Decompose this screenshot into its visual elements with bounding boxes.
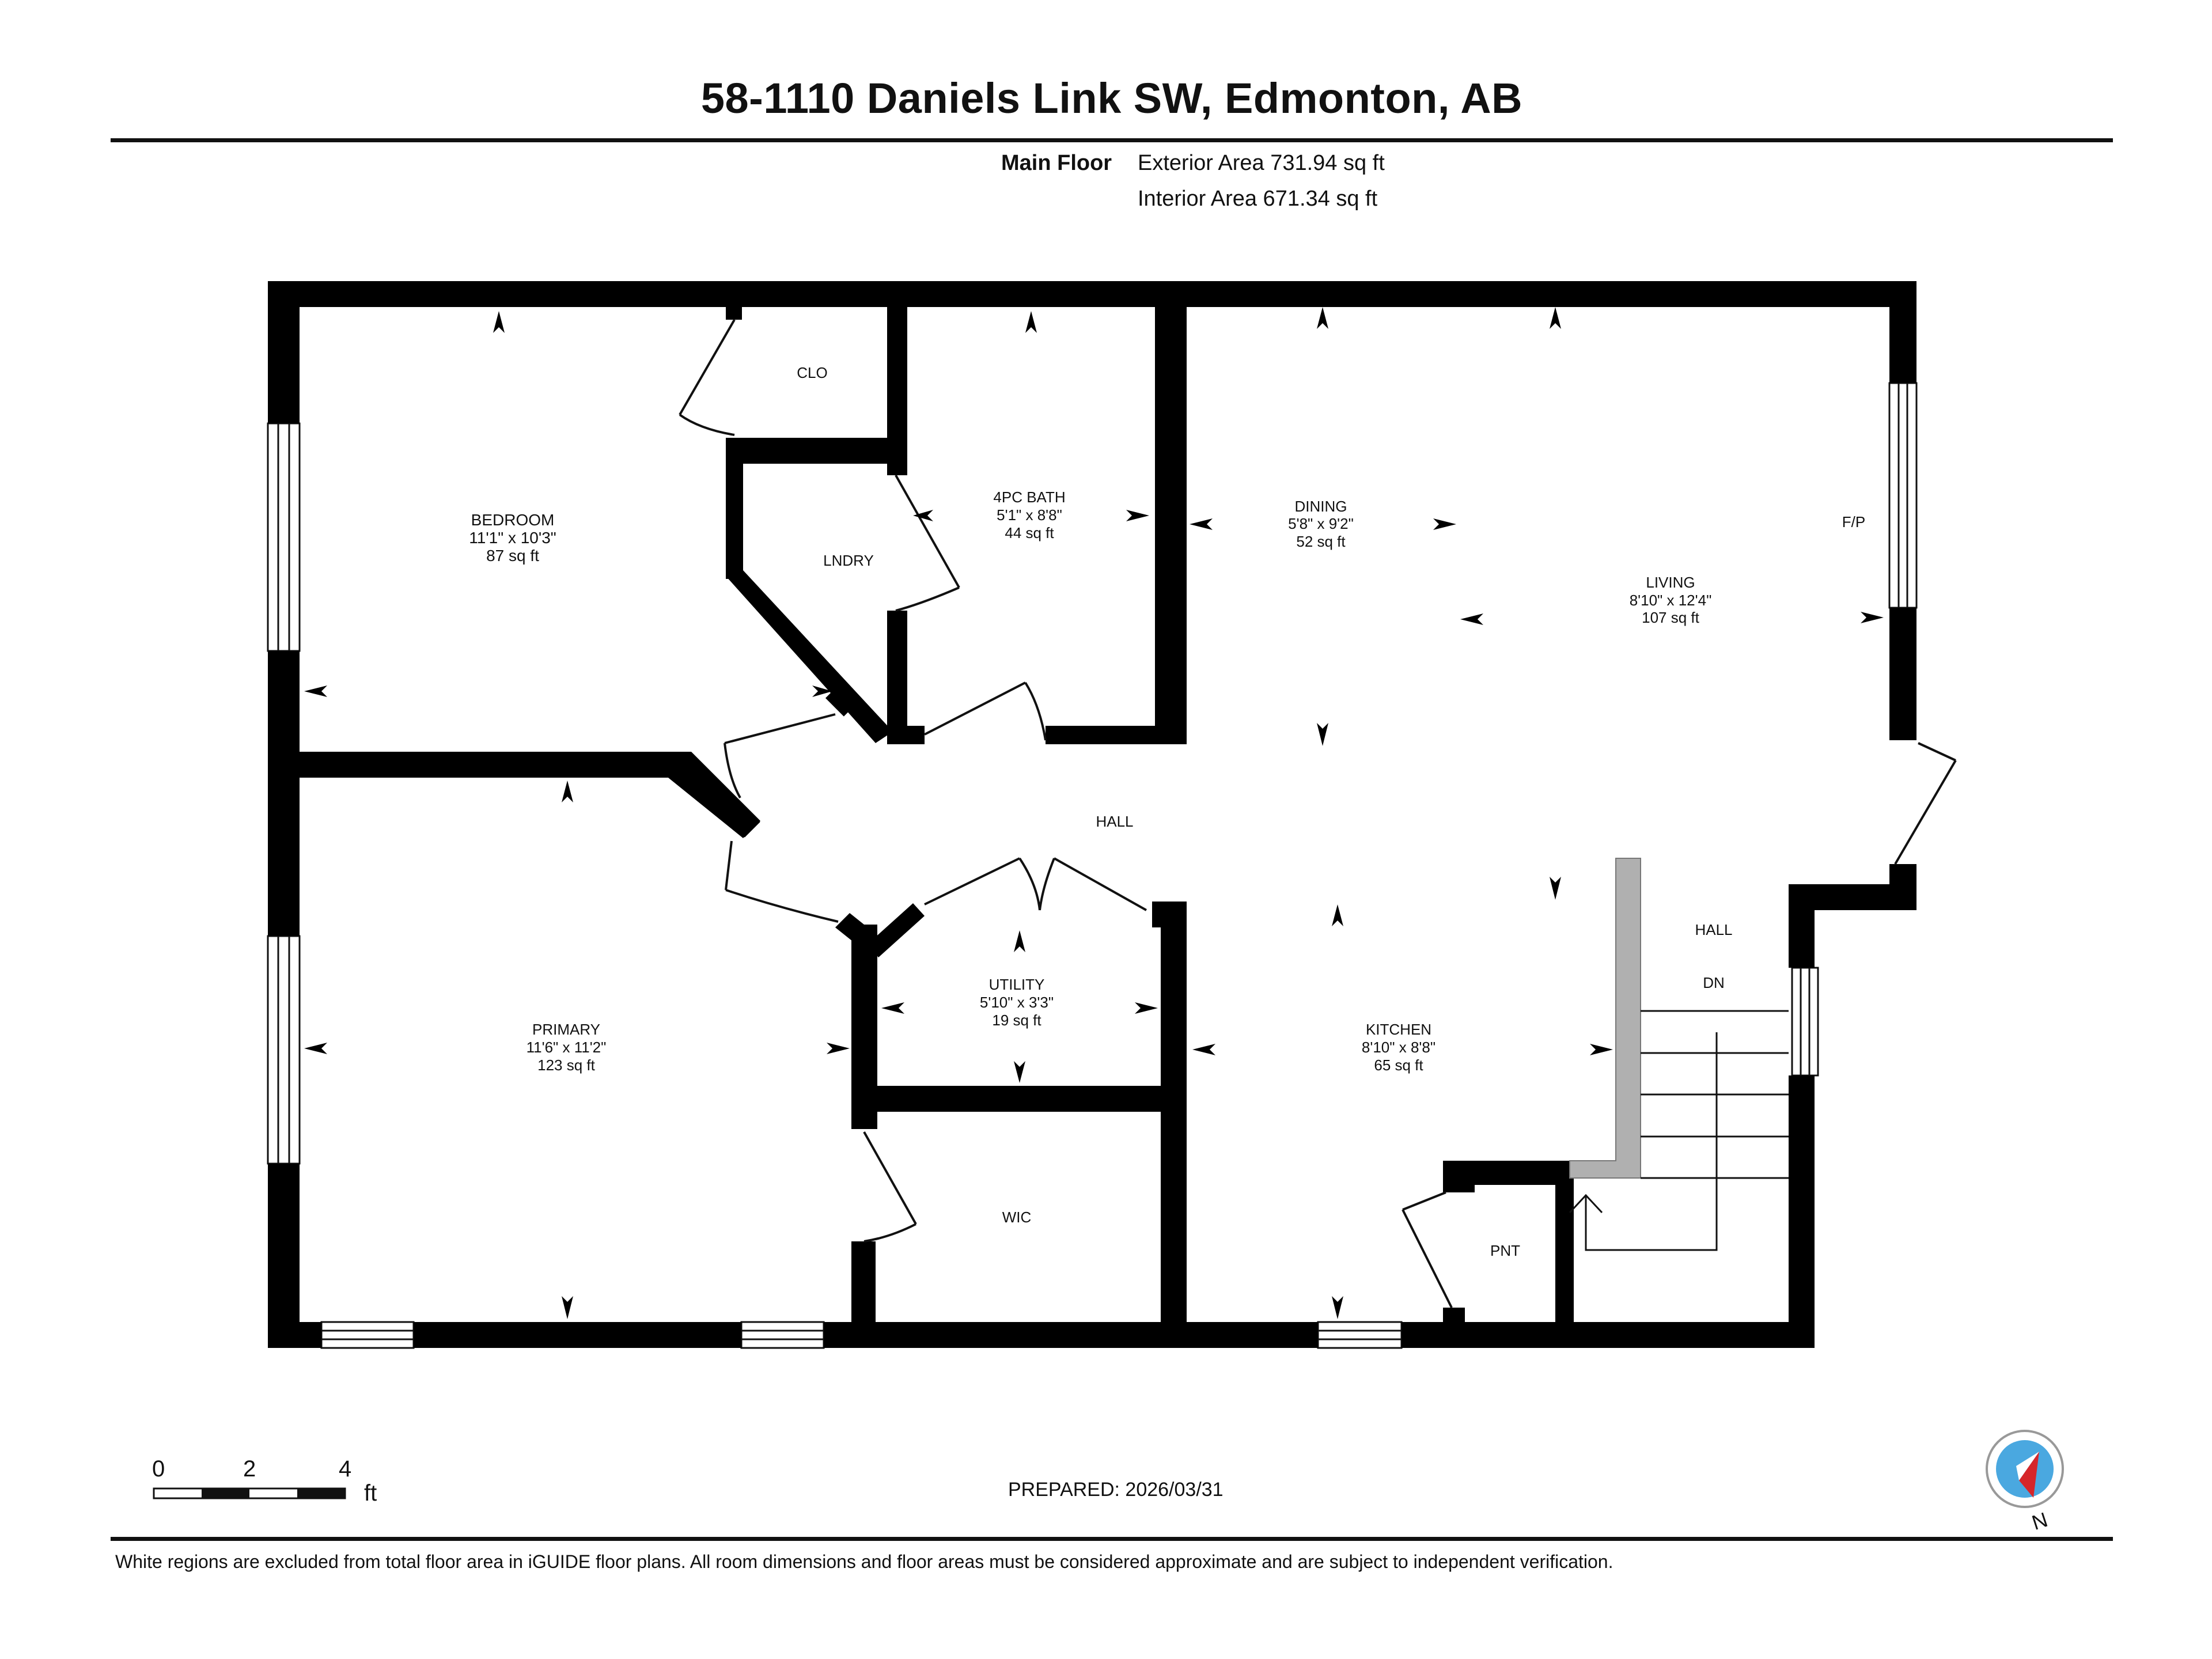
- scale-bar: [153, 1487, 346, 1499]
- bath-dims: 5'1" x 8'8": [997, 506, 1062, 524]
- primary-name: PRIMARY: [532, 1021, 600, 1038]
- bedroom-area: 87 sq ft: [486, 547, 539, 565]
- pantry-label: PNT: [1490, 1242, 1520, 1259]
- utility-area: 19 sq ft: [992, 1012, 1041, 1029]
- kitchen-name: KITCHEN: [1366, 1021, 1431, 1038]
- compass-icon: [1986, 1430, 2064, 1508]
- doors: [679, 319, 1957, 1308]
- stairs: [1569, 858, 1789, 1251]
- clo-name: CLO: [797, 364, 827, 381]
- primary-area: 123 sq ft: [537, 1056, 596, 1074]
- page-title: 58-1110 Daniels Link SW, Edmonton, AB: [700, 74, 1523, 122]
- exterior-area: Exterior Area 731.94 sq ft: [1138, 151, 1385, 175]
- fireplace-label: F/P: [1842, 513, 1865, 531]
- dining-dims: 5'8" x 9'2": [1288, 515, 1354, 532]
- camera-markers: [304, 307, 1884, 1319]
- disclaimer: White regions are excluded from total fl…: [115, 1551, 1613, 1572]
- bedroom-dims: 11'1" x 10'3": [469, 529, 556, 547]
- footer-divider: [111, 1537, 2113, 1541]
- scale-tick-4: 4: [339, 1456, 352, 1482]
- stair-down-label: DN: [1703, 974, 1725, 991]
- primary-dims: 11'6" x 11'2": [527, 1039, 607, 1056]
- room-labels: BEDROOM 11'1" x 10'3" 87 sq ft CLO LNDRY…: [469, 364, 1865, 1259]
- living-area: 107 sq ft: [1642, 609, 1700, 626]
- utility-dims: 5'10" x 3'3": [980, 994, 1054, 1011]
- scale-tick-0: 0: [152, 1456, 165, 1482]
- lndry-name: LNDRY: [823, 552, 874, 569]
- scale-unit: ft: [364, 1480, 377, 1506]
- dining-area: 52 sq ft: [1296, 533, 1346, 550]
- interior-area: Interior Area 671.34 sq ft: [1138, 187, 1378, 211]
- walls: [268, 281, 1916, 1348]
- prepared-date: PREPARED: 2026/03/31: [1008, 1479, 1224, 1501]
- utility-name: UTILITY: [989, 976, 1045, 993]
- living-dims: 8'10" x 12'4": [1630, 592, 1712, 609]
- header-divider: [111, 138, 2113, 142]
- bedroom-name: BEDROOM: [471, 511, 555, 529]
- dining-name: DINING: [1295, 498, 1347, 515]
- hall-2-label: HALL: [1695, 921, 1732, 938]
- wic-label: WIC: [1002, 1209, 1032, 1226]
- bath-area: 44 sq ft: [1005, 524, 1054, 541]
- kitchen-area: 65 sq ft: [1374, 1056, 1423, 1074]
- kitchen-dims: 8'10" x 8'8": [1362, 1039, 1435, 1056]
- scale-tick-2: 2: [243, 1456, 256, 1482]
- living-name: LIVING: [1646, 574, 1695, 591]
- floor-name: Main Floor: [1001, 151, 1112, 175]
- hall-label: HALL: [1096, 813, 1133, 830]
- bath-name: 4PC BATH: [993, 488, 1065, 506]
